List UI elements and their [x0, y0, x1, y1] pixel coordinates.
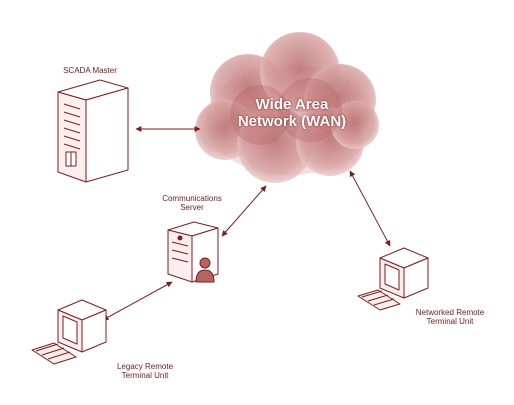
link-networked-wan [349, 170, 391, 247]
communications-server-icon [167, 221, 219, 283]
scada-master-label: SCADA Master [63, 66, 117, 75]
legacy-rtu-workstation-icon [31, 299, 107, 365]
wan-title-line1: Wide Area [255, 96, 329, 113]
wan-title-line2: Network (WAN) [237, 113, 347, 130]
networked-rtu-label-line2: Terminal Unit [426, 317, 474, 326]
communications-server-label-line1: Communications [162, 194, 222, 203]
communications-server-label: Communications Server [152, 194, 232, 212]
link-legacy-comms [102, 281, 173, 321]
legacy-rtu-label-line1: Legacy Remote [116, 362, 174, 371]
networked-rtu-label: Networked Remote Terminal Unit [400, 308, 500, 326]
networked-rtu-label-line1: Networked Remote [415, 308, 485, 317]
legacy-rtu-label: Legacy Remote Terminal Unit [95, 362, 195, 380]
link-comms-wan [221, 185, 267, 237]
networked-rtu-workstation-icon [357, 247, 429, 311]
legacy-rtu-label-line2: Terminal Unit [121, 371, 169, 380]
scada-master-server-icon [57, 79, 129, 183]
wan-cloud-icon [195, 32, 379, 183]
communications-server-label-line2: Server [180, 203, 204, 212]
